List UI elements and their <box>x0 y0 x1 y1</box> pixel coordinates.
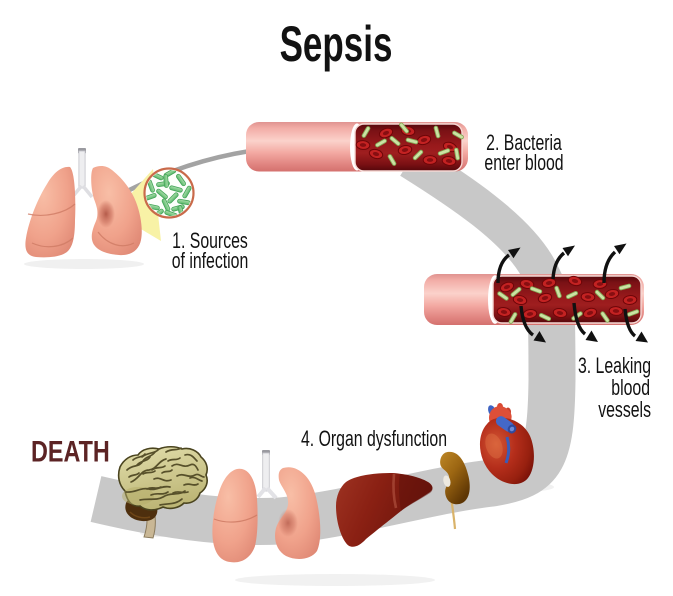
svg-text:blood: blood <box>611 377 650 401</box>
svg-text:enter blood: enter blood <box>484 152 563 176</box>
svg-text:DEATH: DEATH <box>31 435 110 468</box>
svg-text:Sepsis: Sepsis <box>280 17 393 73</box>
svg-text:vessels: vessels <box>598 399 651 423</box>
svg-text:of infection: of infection <box>172 250 249 274</box>
svg-text:2. Bacteria: 2. Bacteria <box>486 132 562 156</box>
svg-text:3. Leaking: 3. Leaking <box>578 355 651 379</box>
svg-text:4. Organ dysfunction: 4. Organ dysfunction <box>301 428 447 452</box>
svg-text:1. Sources: 1. Sources <box>172 230 248 254</box>
